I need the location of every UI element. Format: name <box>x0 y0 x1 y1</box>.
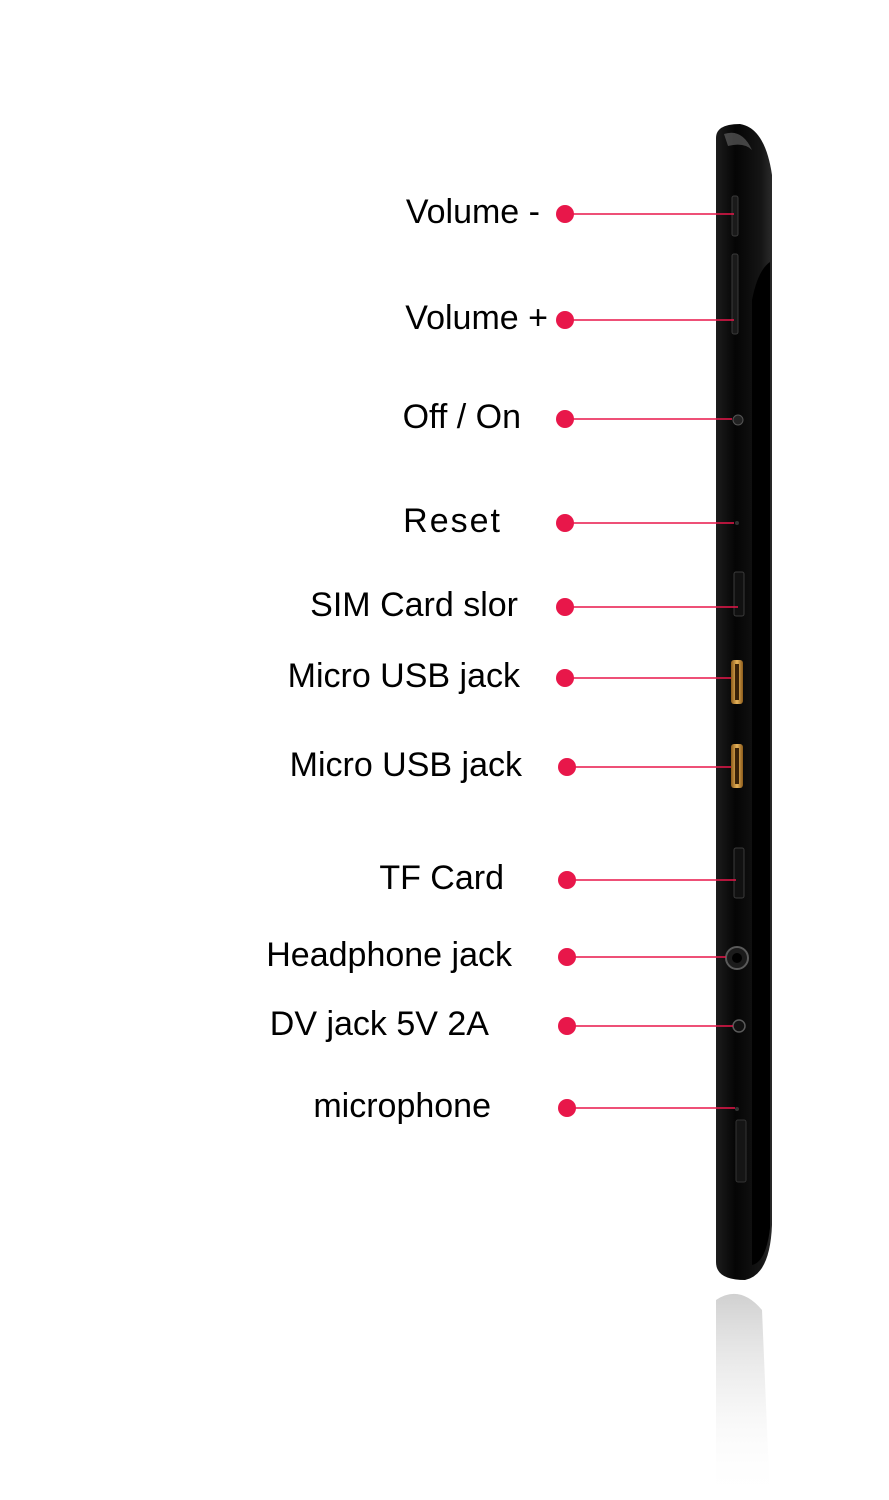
volume-plus-button <box>731 253 739 335</box>
callout-label: TF Card <box>379 859 504 897</box>
volume-minus-button <box>731 195 739 237</box>
callout-dot <box>558 1017 576 1035</box>
callout-label: Micro USB jack <box>287 657 520 695</box>
headphone-jack <box>725 946 749 970</box>
leader-lines <box>556 205 738 1117</box>
power-button <box>732 414 744 426</box>
callout-dot <box>558 948 576 966</box>
callout-label: SIM Card slor <box>310 586 518 624</box>
callout-dot <box>556 205 574 223</box>
callout-dot <box>558 758 576 776</box>
callout-dot <box>556 514 574 532</box>
callout-dot <box>558 1099 576 1117</box>
sim-card-slot <box>733 571 745 617</box>
callout-label: microphone <box>313 1087 491 1125</box>
microphone-hole <box>735 1107 739 1111</box>
callout-label: DV jack 5V 2A <box>269 1005 489 1043</box>
callout-dot <box>556 410 574 428</box>
callout-label: Reset <box>403 502 502 540</box>
micro-usb-port-2 <box>731 744 743 788</box>
device-top-highlight <box>724 132 752 150</box>
device-reflection <box>716 1293 770 1500</box>
device-bezel-edge <box>752 262 770 1265</box>
bottom-vent <box>735 1119 747 1183</box>
callout-label: Volume + <box>405 299 548 337</box>
callout-label: Volume - <box>405 193 540 231</box>
callout-label: Micro USB jack <box>289 746 522 784</box>
callout-dot <box>556 669 574 687</box>
callout-dot <box>556 598 574 616</box>
dc-power-jack <box>732 1019 746 1033</box>
callout-label: Off / On <box>402 398 521 436</box>
micro-usb-port-1 <box>731 660 743 704</box>
tf-card-slot <box>733 847 745 899</box>
reset-pinhole <box>735 521 739 525</box>
callout-dot <box>556 311 574 329</box>
callout-label: Headphone jack <box>266 936 512 974</box>
callout-dot <box>558 871 576 889</box>
